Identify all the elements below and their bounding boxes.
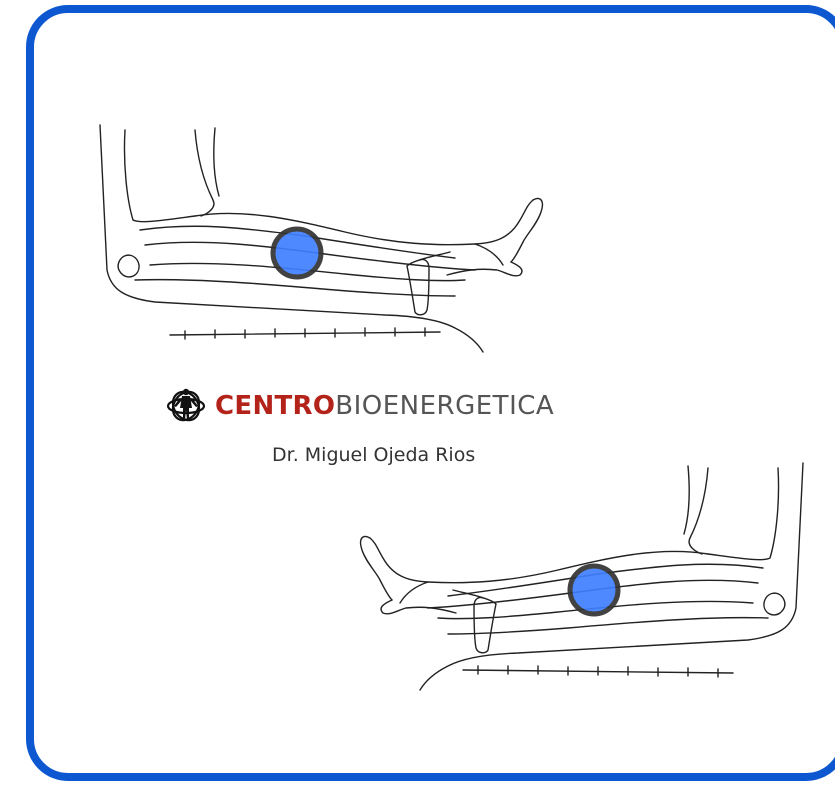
human-figure-energy-rings-icon <box>165 386 207 426</box>
brand-logo: CENTRO BIOENERGETICA <box>165 384 554 428</box>
leg-illustration-top <box>95 120 560 360</box>
acupressure-point-bottom <box>570 566 618 614</box>
brand-name-light: BIOENERGETICA <box>335 391 554 421</box>
leg-illustration-bottom <box>348 458 808 694</box>
acupressure-point-top <box>273 229 321 277</box>
brand-name-bold: CENTRO <box>215 391 335 421</box>
